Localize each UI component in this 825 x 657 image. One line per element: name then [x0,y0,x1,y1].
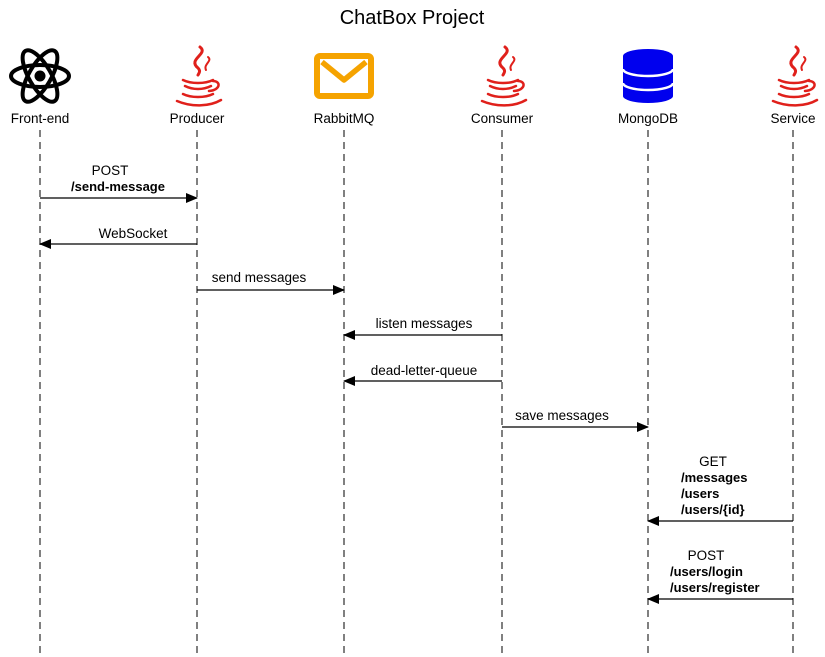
message-path: /users/register [670,580,760,595]
database-icon [621,49,675,103]
message-method: GET [699,454,727,469]
message-path: /users [681,486,719,501]
participant-label-mongodb: MongoDB [618,111,678,126]
message-label: dead-letter-queue [371,363,478,378]
participant-label-service: Service [770,111,815,126]
message-label: save messages [515,408,609,423]
message-post-user-endpoints: POST /users/login /users/register [647,548,793,604]
participant-label-producer: Producer [170,111,225,126]
message-save-messages: save messages [502,408,649,432]
envelope-icon [314,53,374,99]
message-listen-messages: listen messages [343,316,502,340]
message-label: WebSocket [99,226,168,241]
message-post-send-message: POST /send-message [40,163,198,203]
message-websocket: WebSocket [39,226,197,249]
java-icon [175,45,223,107]
message-path: /messages [681,470,748,485]
message-path: /send-message [71,179,165,194]
participant-labels: Front-end Producer RabbitMQ Consumer Mon… [11,111,816,126]
participant-label-consumer: Consumer [471,111,534,126]
message-path: /users/login [670,564,743,579]
participant-label-rabbitmq: RabbitMQ [314,111,375,126]
message-method: POST [688,548,725,563]
message-method: POST [92,163,129,178]
message-label: send messages [212,270,307,285]
message-label: listen messages [376,316,473,331]
react-icon [9,48,71,104]
message-path: /users/{id} [681,502,745,517]
message-send-messages: send messages [197,270,345,295]
message-get-endpoints: GET /messages /users /users/{id} [647,454,793,526]
lifelines [39,130,794,657]
java-icon [771,45,819,107]
message-dead-letter-queue: dead-letter-queue [343,363,502,386]
java-icon [480,45,528,107]
diagram-title: ChatBox Project [340,7,485,29]
participant-label-frontend: Front-end [11,111,70,126]
